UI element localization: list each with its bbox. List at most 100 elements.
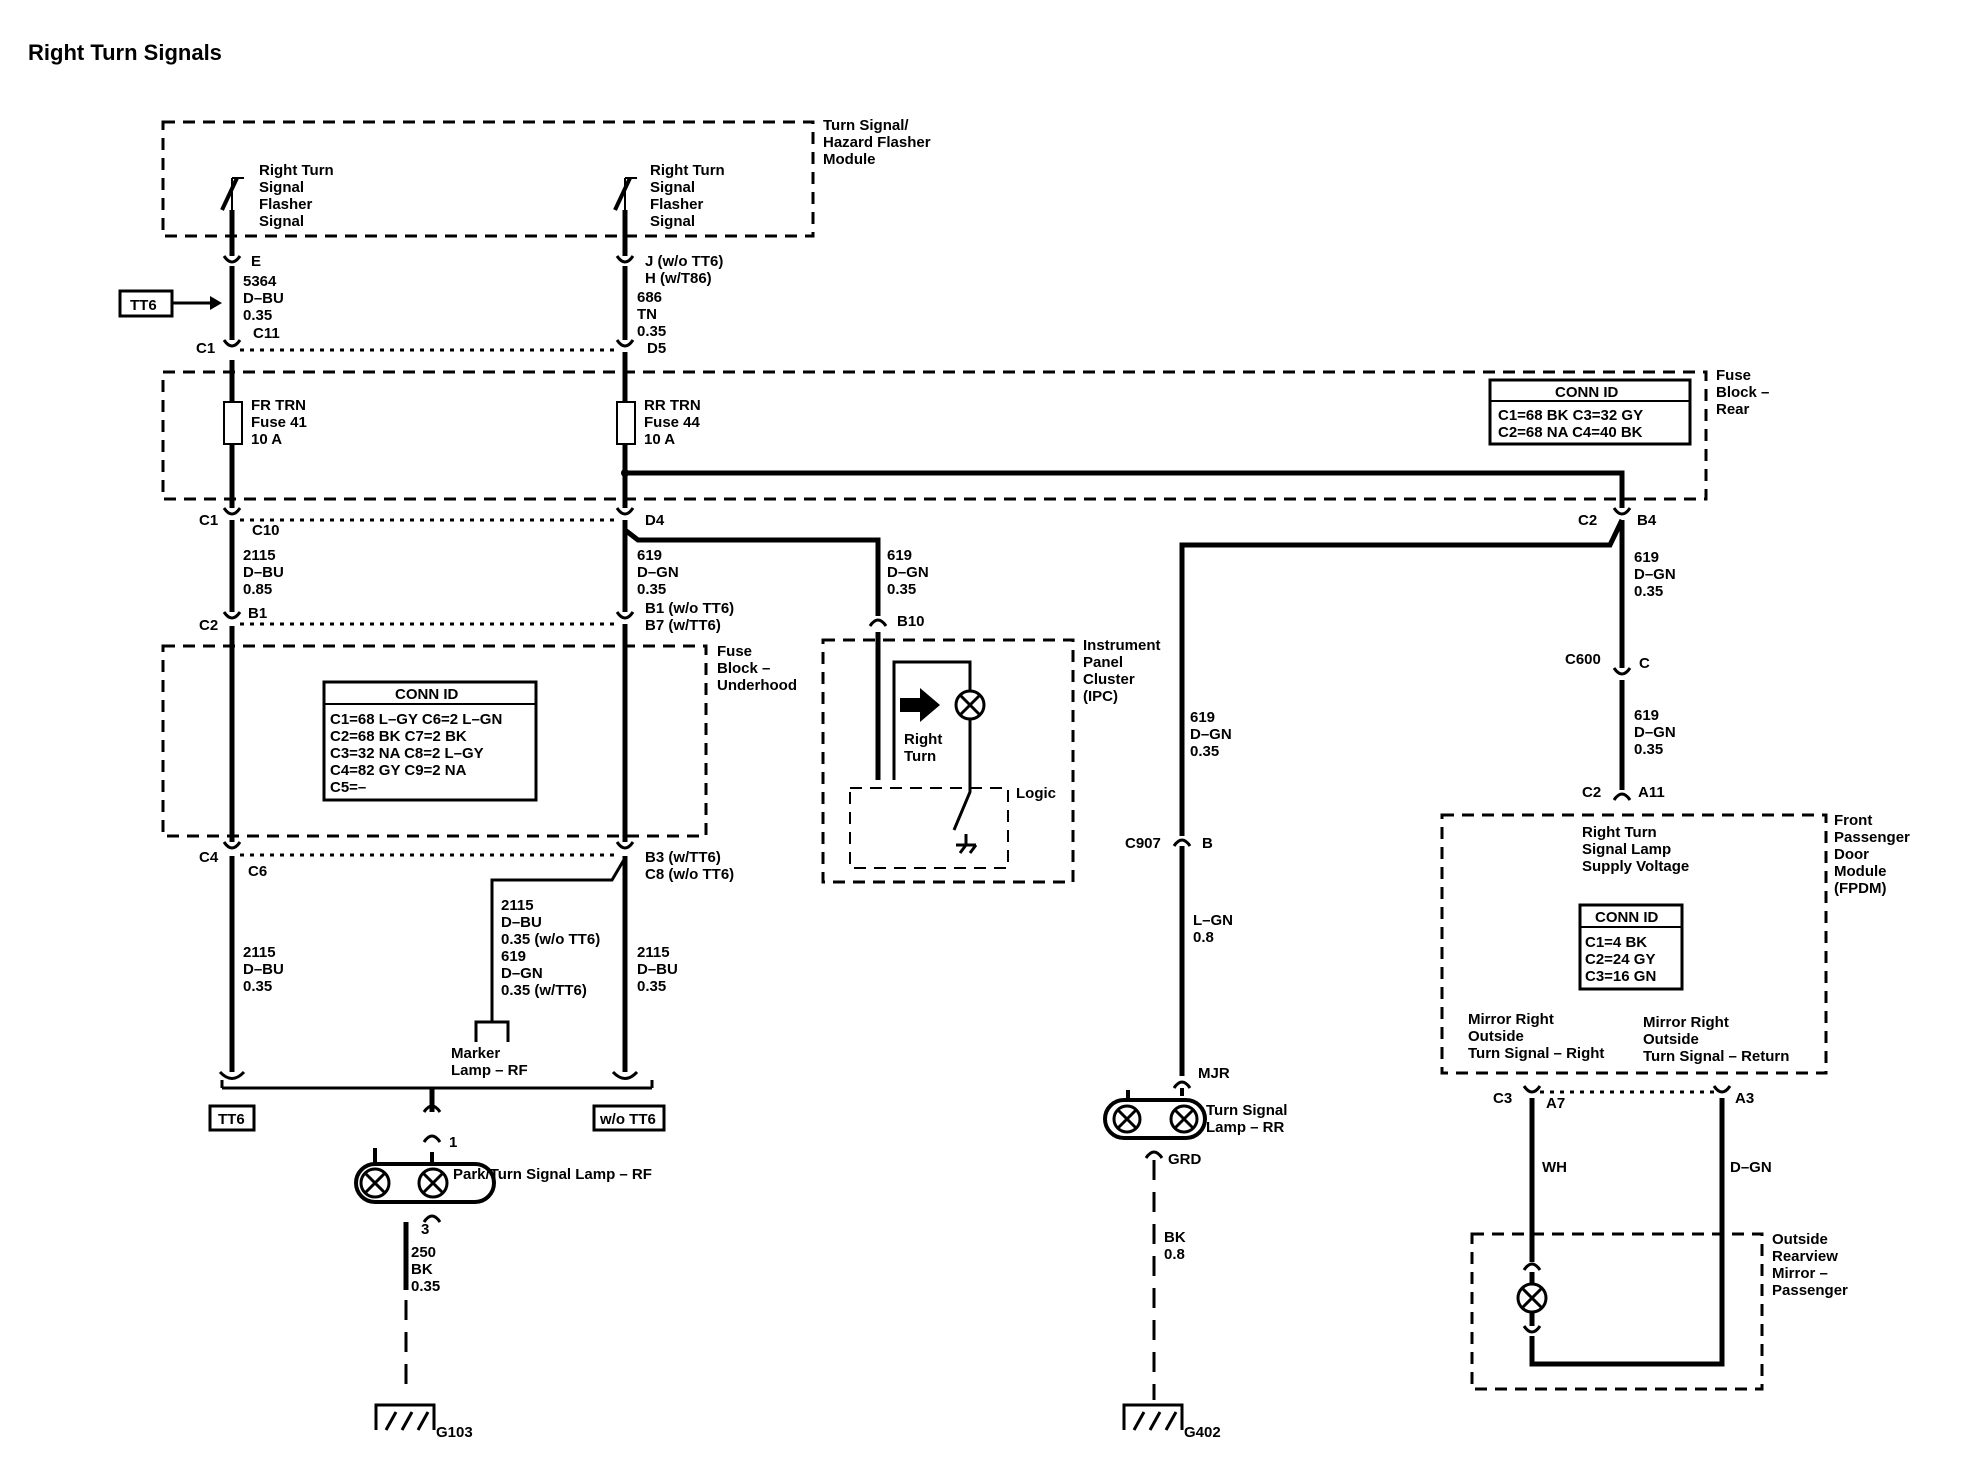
conn-id-uh-row-1: C1=68 L–GY C6=2 L–GN: [330, 711, 502, 728]
pin-B4: B4: [1637, 512, 1657, 529]
fuse-block-rear-box: [161, 370, 1708, 501]
conn-id-fpdm-row-2: C2=24 GY: [1585, 951, 1655, 968]
wire-marker-lamp: [490, 857, 627, 1022]
turn-signal-lamp-rr: [1103, 1088, 1207, 1140]
pin-B: B: [1202, 835, 1213, 852]
flasher-switch-right: [613, 177, 637, 211]
pin-C8: C8 (w/o TT6): [645, 866, 734, 883]
conn-id-underhood-title: CONN ID: [395, 686, 459, 703]
pin-c2-rear: C2: [1578, 512, 1597, 529]
marker-lamp-connector: [474, 1020, 510, 1042]
pin-B3: B3 (w/TT6): [645, 849, 721, 866]
ipc-logic-label: Logic: [1016, 785, 1056, 802]
pin-C907: C907: [1125, 835, 1161, 852]
bus-arcs: [218, 1070, 639, 1080]
park-turn-lamp-rf: [354, 1148, 496, 1204]
pin-E: E: [251, 253, 261, 270]
pin-H: H (w/T86): [645, 270, 712, 287]
pin-c2-uh: C2: [199, 617, 218, 634]
ipc-logic-box: [849, 787, 1009, 869]
pin-D5: D5: [647, 340, 666, 357]
mjr-arc: [1172, 1080, 1192, 1089]
pin-C600: C600: [1565, 651, 1601, 668]
wire-b4-to-c907: [1179, 518, 1625, 836]
pin-1: 1: [449, 1134, 457, 1151]
conn-id-rear-table: [1488, 378, 1692, 446]
grd-arc: [1144, 1150, 1164, 1159]
park-lamp-pin1-arc: [422, 1104, 442, 1143]
tt6-bottom-box: [208, 1104, 256, 1132]
pin-D4: D4: [645, 512, 665, 529]
wire-fuse44-to-b4: [625, 470, 1625, 508]
pin-GRD: GRD: [1168, 1151, 1202, 1168]
pin-c1-mid: C1: [199, 512, 218, 529]
ipc-bulb-icon: [954, 689, 986, 721]
flasher-module-box: [161, 120, 815, 238]
park-turn-lamp-label: Park/Turn Signal Lamp – RF: [453, 1166, 652, 1183]
conn-id-rear-row-1: C1=68 BK C3=32 GY: [1498, 407, 1643, 424]
pin-MJR: MJR: [1198, 1065, 1230, 1082]
pin-b1-tt6: B1 (w/o TT6): [645, 600, 734, 617]
pin-C: C: [1639, 655, 1650, 672]
conn-id-rear-row-2: C2=68 NA C4=40 BK: [1498, 424, 1643, 441]
c600-arc: [1612, 667, 1632, 676]
ipc-indicator-wire: [892, 660, 972, 780]
conn-id-uh-row-5: C5=–: [330, 779, 366, 796]
wire-dgn-return: [1529, 1098, 1725, 1367]
pin-c11: C11: [253, 325, 280, 342]
ground-g103-label: G103: [436, 1424, 473, 1441]
b10-arc: [868, 618, 888, 627]
mirror-lamp-arcs: [1522, 1262, 1542, 1334]
conn-id-uh-row-4: C4=82 GY C9=2 NA: [330, 762, 467, 779]
pin-C3: C3: [1493, 1090, 1512, 1107]
tt6-arrow-head: [210, 296, 222, 310]
tt6-bottom-label: TT6: [218, 1111, 245, 1128]
wire-to-ipc: [623, 528, 881, 616]
pin-A7: A7: [1546, 1095, 1565, 1112]
conn-id-rear-title: CONN ID: [1555, 384, 1619, 401]
pin-C4: C4: [199, 849, 219, 866]
pin-b7-tt6: B7 (w/TT6): [645, 617, 721, 634]
tt6-input-label: TT6: [130, 297, 157, 314]
ipc-ground-icon: [956, 834, 978, 854]
mirror-box: [1470, 1232, 1764, 1391]
pin-B1: B1: [248, 605, 267, 622]
pin-A3: A3: [1735, 1090, 1754, 1107]
pin-J: J (w/o TT6): [645, 253, 723, 270]
c907-arc: [1172, 838, 1192, 847]
wire-dgn-label: D–GN: [1730, 1159, 1772, 1176]
pin-c2-fpdm: C2: [1582, 784, 1601, 801]
pin-A11: A11: [1638, 784, 1665, 801]
conn-id-fpdm-row-3: C3=16 GN: [1585, 968, 1656, 985]
pin-c1-top: C1: [196, 340, 215, 357]
center-connector-arcs: [615, 255, 635, 850]
ground-g402-symbol: [1122, 1403, 1184, 1431]
pin-C6: C6: [248, 863, 267, 880]
diagram-title: Right Turn Signals: [28, 40, 222, 65]
a7-a3-arcs: [1522, 1085, 1732, 1094]
